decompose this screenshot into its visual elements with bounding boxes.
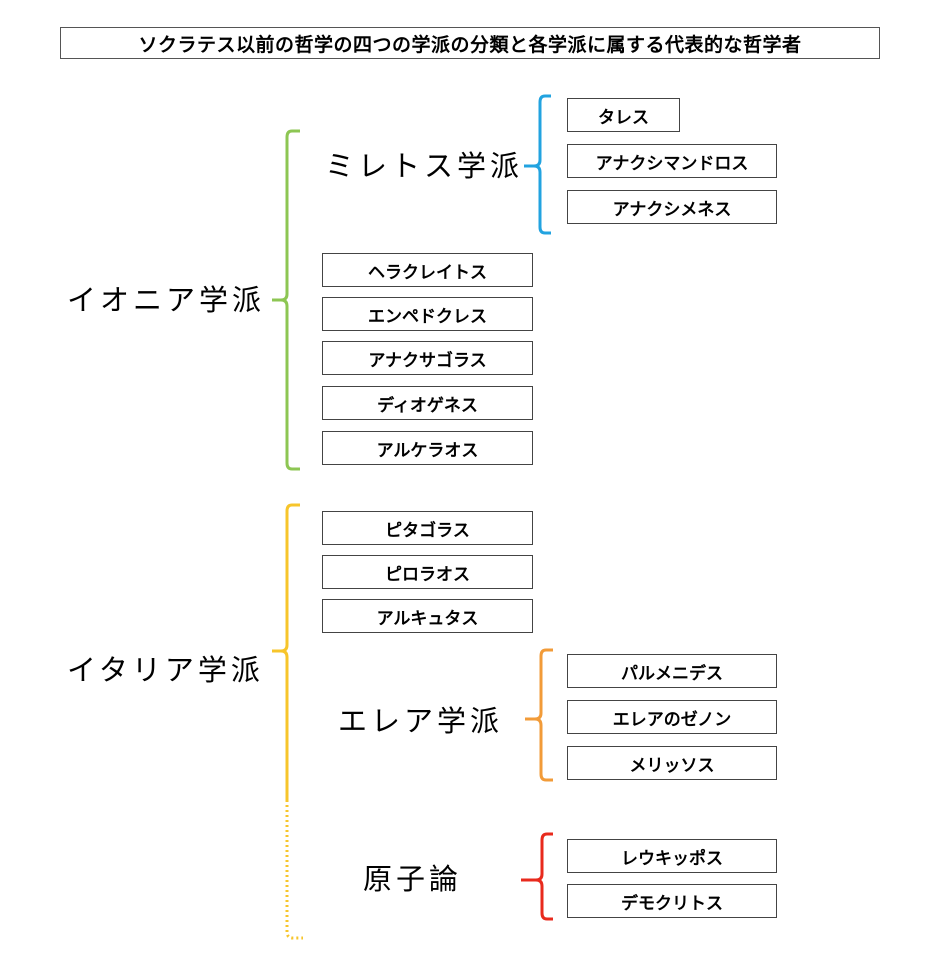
philosopher-box: メリッソス bbox=[567, 746, 777, 780]
school-label-atomism: 原子論 bbox=[363, 862, 463, 896]
school-label-miletus: ミレトス学派 bbox=[325, 149, 524, 183]
atomism-bracket bbox=[521, 832, 553, 921]
diagram-title: ソクラテス以前の哲学の四つの学派の分類と各学派に属する代表的な哲学者 bbox=[60, 27, 880, 59]
italy-bracket bbox=[272, 503, 300, 800]
philosopher-box: デモクリトス bbox=[567, 884, 777, 918]
philosopher-box: アナクシマンドロス bbox=[567, 144, 777, 178]
school-label-italy: イタリア学派 bbox=[67, 653, 264, 687]
elea-bracket bbox=[525, 648, 553, 782]
school-label-elea: エレア学派 bbox=[338, 704, 504, 738]
philosopher-box: レウキッポス bbox=[567, 839, 777, 873]
philosopher-box: アナクサゴラス bbox=[322, 341, 533, 375]
philosopher-box: アナクシメネス bbox=[567, 190, 777, 224]
italy-bracket-dotted bbox=[285, 800, 303, 940]
philosopher-box: アルケラオス bbox=[322, 431, 533, 465]
philosopher-box: エレアのゼノン bbox=[567, 700, 777, 734]
philosopher-box: パルメニデス bbox=[567, 654, 777, 688]
philosopher-box: タレス bbox=[567, 98, 680, 132]
miletus-bracket bbox=[524, 94, 551, 235]
philosopher-box: ヘラクレイトス bbox=[322, 253, 533, 287]
philosopher-box: エンペドクレス bbox=[322, 297, 533, 331]
philosopher-box: ディオゲネス bbox=[322, 386, 533, 420]
philosopher-box: ピロラオス bbox=[322, 555, 533, 589]
ionia-bracket bbox=[272, 129, 300, 471]
philosopher-box: ピタゴラス bbox=[322, 511, 533, 545]
school-label-ionia: イオニア学派 bbox=[67, 283, 266, 317]
philosopher-box: アルキュタス bbox=[322, 599, 533, 633]
